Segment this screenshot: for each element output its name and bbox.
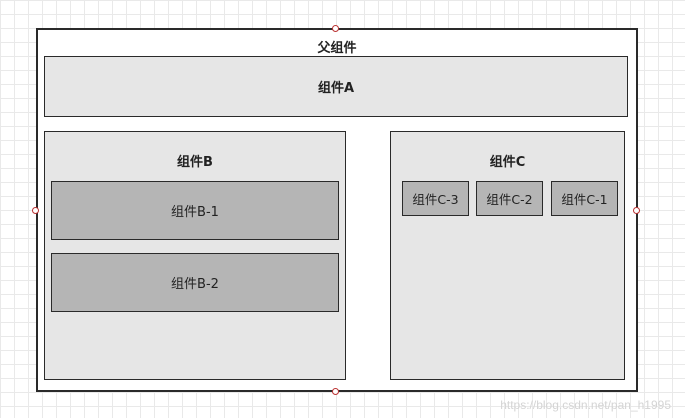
component-c-label: 组件C bbox=[489, 155, 526, 170]
resize-handle-top[interactable] bbox=[332, 25, 339, 32]
component-a-box[interactable]: 组件A bbox=[44, 56, 628, 117]
resize-handle-right[interactable] bbox=[633, 207, 640, 214]
resize-handle-left[interactable] bbox=[32, 207, 39, 214]
component-b-label: 组件B bbox=[177, 155, 213, 170]
resize-handle-bottom[interactable] bbox=[332, 388, 339, 395]
component-c-1-box[interactable]: 组件C-1 bbox=[551, 181, 618, 216]
watermark-text: https://blog.csdn.net/pan_h1995 bbox=[500, 398, 671, 412]
component-b-1-box[interactable]: 组件B-1 bbox=[51, 181, 339, 240]
component-c-1-label: 组件C-1 bbox=[561, 192, 608, 207]
component-b-2-box[interactable]: 组件B-2 bbox=[51, 253, 339, 312]
component-c-3-box[interactable]: 组件C-3 bbox=[402, 181, 469, 216]
component-c-2-box[interactable]: 组件C-2 bbox=[476, 181, 543, 216]
component-c-2-label: 组件C-2 bbox=[486, 192, 533, 207]
component-b-1-label: 组件B-1 bbox=[171, 205, 219, 220]
parent-component-title: 父组件 bbox=[317, 41, 357, 56]
component-c-box[interactable] bbox=[390, 131, 625, 380]
component-a-label: 组件A bbox=[317, 81, 355, 96]
component-c-3-label: 组件C-3 bbox=[412, 192, 459, 207]
component-b-2-label: 组件B-2 bbox=[171, 277, 219, 292]
